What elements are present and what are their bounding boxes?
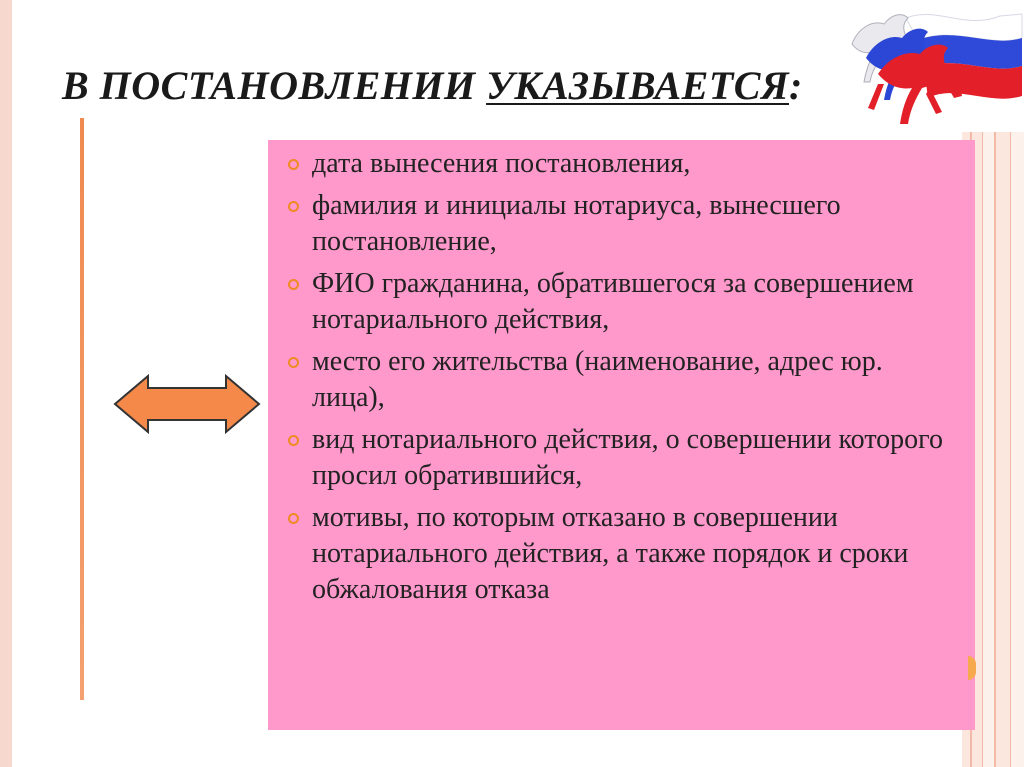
double-headed-arrow-icon [112,373,262,435]
slide-title: В ПОСТАНОВЛЕНИИ УКАЗЫВАЕТСЯ: [62,62,803,109]
ring-bullet-icon [288,279,299,290]
list-item-text: дата вынесения постановления, [312,148,691,179]
ring-bullet-icon [288,201,299,212]
list-item: место его жительства (наименование, адре… [288,344,961,416]
bullet-list: дата вынесения постановления, фамилия и … [288,146,961,608]
vertical-accent-line [80,118,84,700]
title-prefix: В ПОСТАНОВЛЕНИИ [62,63,487,108]
ring-bullet-icon [288,357,299,368]
content-box: дата вынесения постановления, фамилия и … [268,140,975,730]
list-item-text: мотивы, по которым отказано в совершении… [312,502,909,605]
title-underlined-word: УКАЗЫВАЕТСЯ [486,63,790,108]
ring-bullet-icon [288,435,299,446]
flag-horses-logo [844,0,1024,132]
list-item-text: вид нотариального действия, о совершении… [312,424,943,491]
list-item: дата вынесения постановления, [288,146,961,182]
list-item: мотивы, по которым отказано в совершении… [288,500,961,608]
decor-half-circle [968,656,976,680]
list-item-text: место его жительства (наименование, адре… [312,346,883,413]
title-suffix: : [789,63,803,108]
ring-bullet-icon [288,513,299,524]
list-item: фамилия и инициалы нотариуса, вынесшего … [288,188,961,260]
list-item: ФИО гражданина, обратившегося за соверше… [288,266,961,338]
left-decor-stripe [0,0,12,767]
list-item-text: фамилия и инициалы нотариуса, вынесшего … [312,190,841,257]
list-item: вид нотариального действия, о совершении… [288,422,961,494]
list-item-text: ФИО гражданина, обратившегося за соверше… [312,268,914,335]
ring-bullet-icon [288,159,299,170]
